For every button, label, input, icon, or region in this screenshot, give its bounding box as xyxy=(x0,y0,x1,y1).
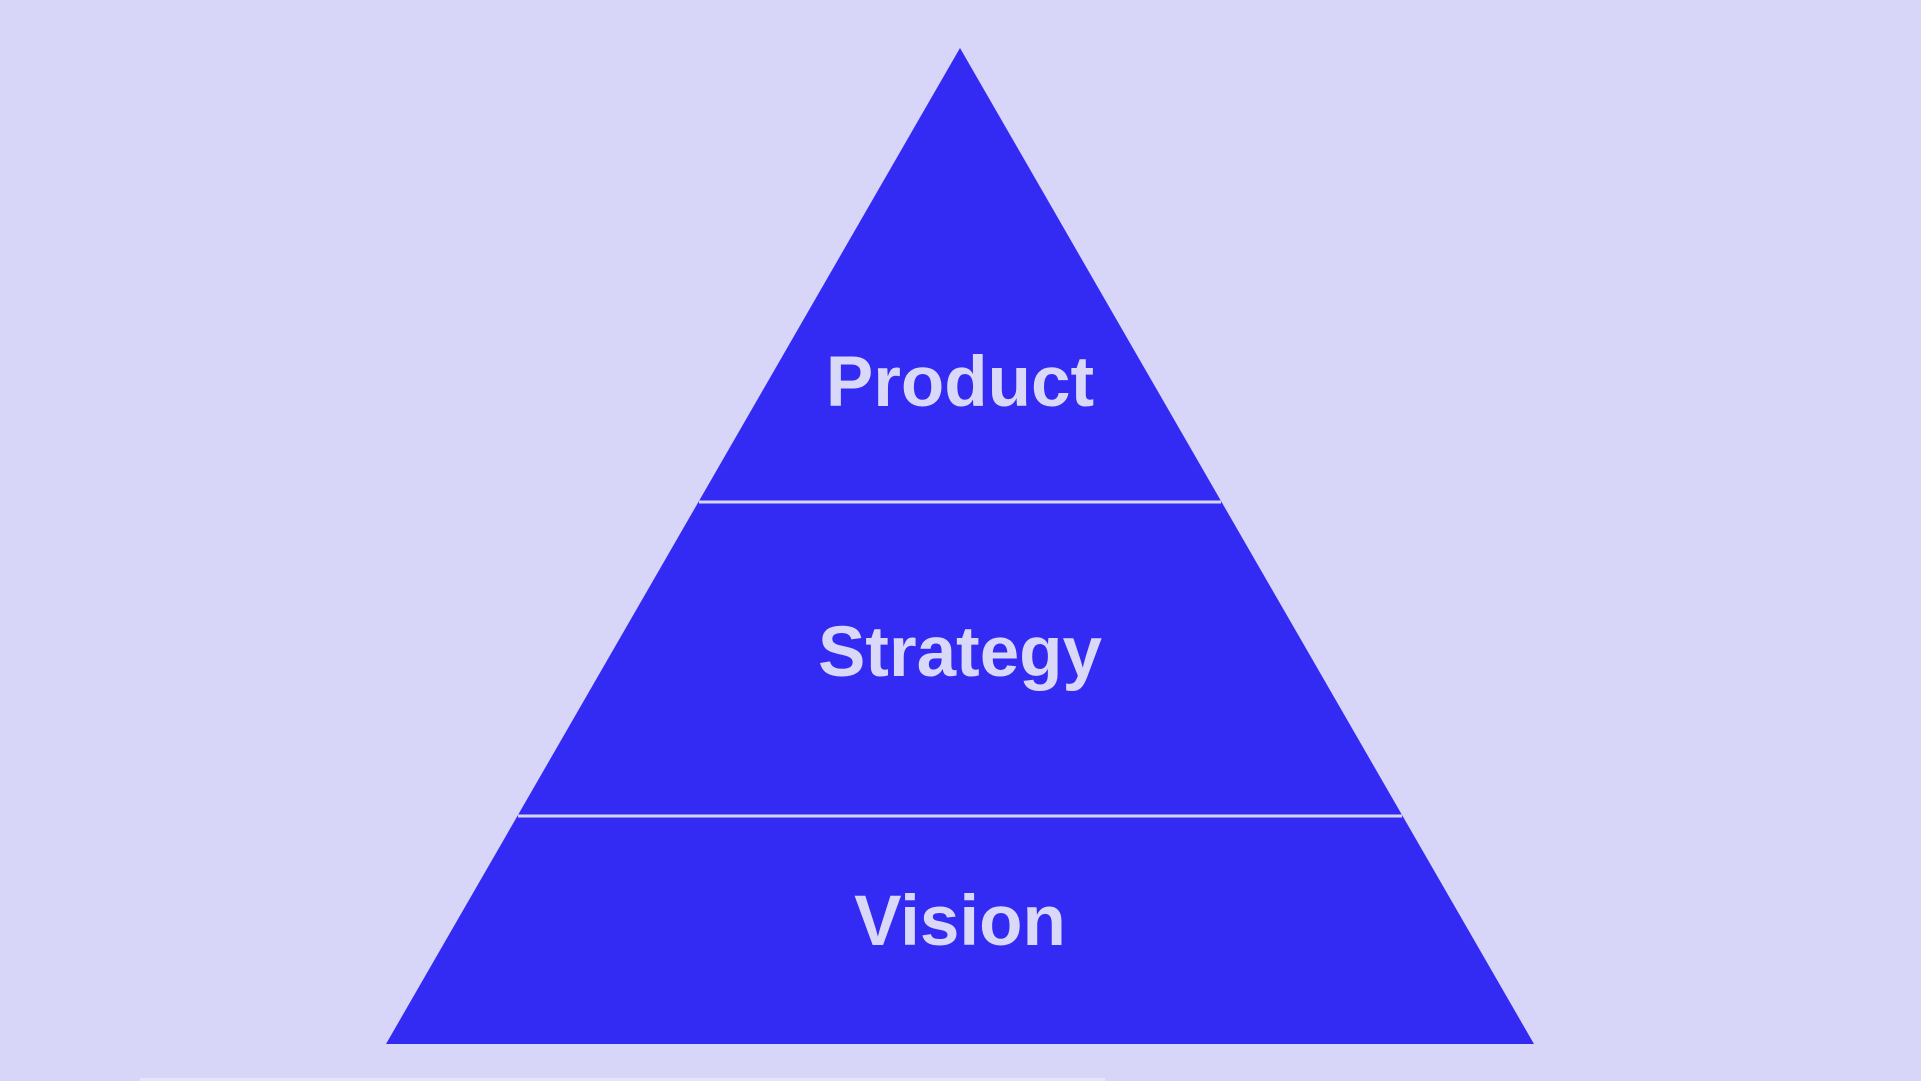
pyramid-level-product xyxy=(698,48,1222,502)
bottom-edge-strip xyxy=(140,1078,1105,1081)
level-label-vision: Vision xyxy=(854,882,1066,961)
level-label-strategy: Strategy xyxy=(818,613,1103,692)
pyramid-level-vision xyxy=(386,816,1534,1044)
pyramid-level-strategy xyxy=(517,502,1403,816)
level-label-product: Product xyxy=(826,343,1094,422)
